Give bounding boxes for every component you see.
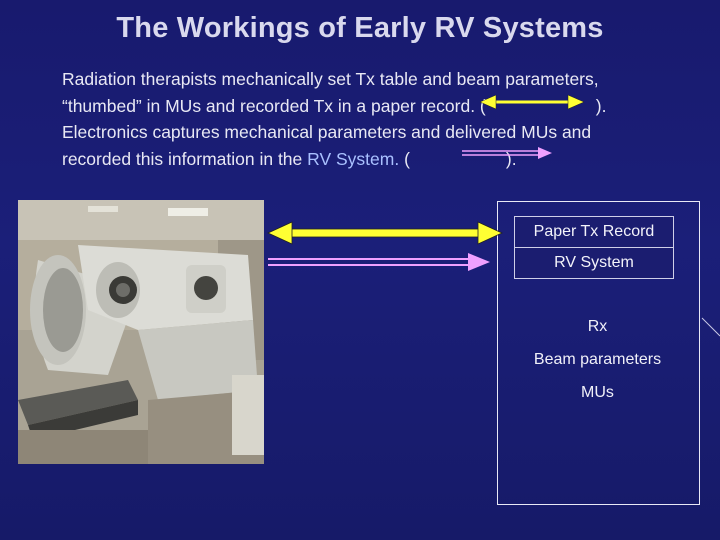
rv-system-label: RV System — [514, 247, 674, 279]
body-line-4-end: ). — [505, 148, 517, 169]
body-line-2-start: “thumbed” in MUs and recorded Tx in a pa… — [62, 95, 486, 116]
paper-record-arrow — [267, 221, 503, 245]
box-item-beam-parameters: Beam parameters — [533, 351, 662, 368]
body-line-2-end: ). — [595, 95, 607, 116]
inline-rv-arrow — [462, 147, 552, 159]
rv-system-arrow — [268, 253, 490, 271]
body-line-3: Electronics captures mechanical paramete… — [62, 122, 592, 142]
box-item-mus: MUs — [581, 384, 614, 401]
paper-record-label: Paper Tx Record — [514, 216, 674, 248]
body-line-4-mid: ( — [399, 148, 410, 169]
slide-title: The Workings of Early RV Systems — [116, 12, 604, 44]
body-line-4: recorded this information in the RV Syst… — [62, 146, 702, 173]
rv-system-highlight: RV System. — [307, 148, 400, 169]
record-panel — [497, 201, 700, 505]
body-line-4-start: recorded this information in the — [62, 148, 308, 169]
box-item-rx: Rx — [587, 318, 608, 335]
body-text: Radiation therapists mechanically set Tx… — [62, 66, 702, 172]
inline-paper-arrow — [479, 94, 585, 110]
body-line-2: “thumbed” in MUs and recorded Tx in a pa… — [62, 93, 702, 120]
edge-mark — [701, 317, 720, 337]
linac-photo — [18, 200, 264, 464]
body-line-1: Radiation therapists mechanically set Tx… — [62, 69, 599, 89]
linac-photo-illustration — [18, 200, 264, 464]
